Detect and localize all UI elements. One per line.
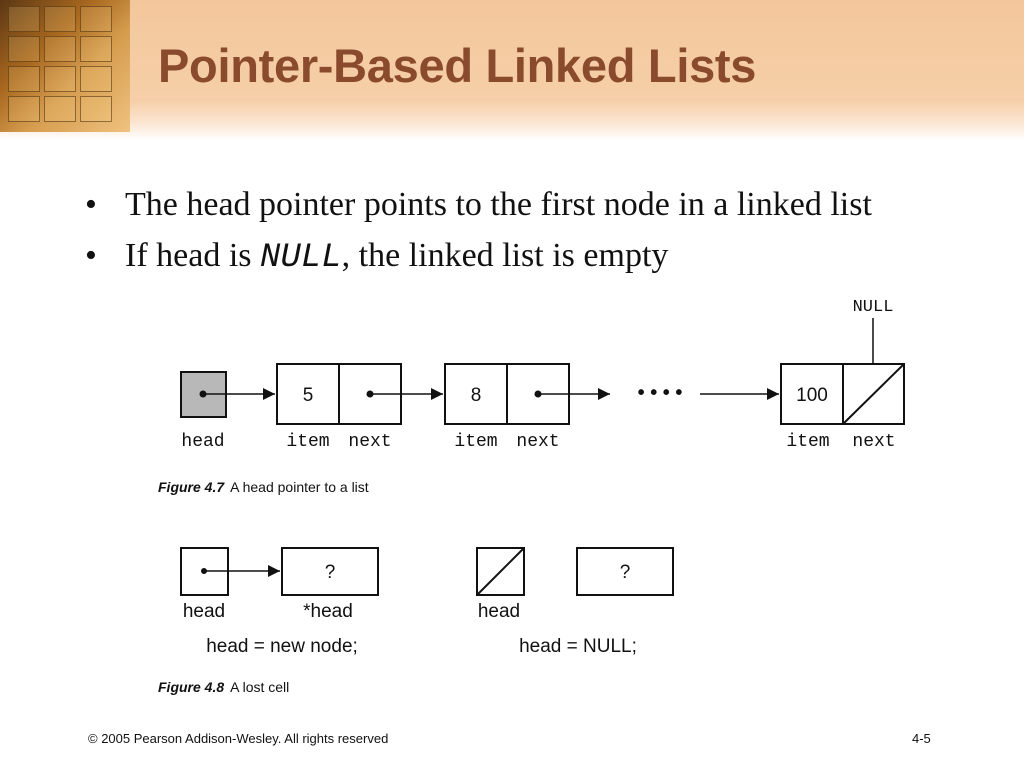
statement-null: head = NULL; [519,636,637,657]
cell-value: ? [620,562,631,583]
bullet-list: • The head pointer points to the first n… [85,186,872,288]
caption-text: A head pointer to a list [230,479,369,495]
figure-4-8-caption: Figure 4.8 A lost cell [158,679,289,695]
building-photo [0,0,130,132]
null-keyword: NULL [260,239,342,277]
ellipsis: • • • • [638,382,683,404]
node-8: 8 item next [444,363,610,452]
item-label: item [286,432,329,452]
slide-title: Pointer-Based Linked Lists [158,39,757,92]
caption-text: A lost cell [230,679,290,695]
copyright-footer: © 2005 Pearson Addison-Wesley. All right… [88,731,389,746]
node-item-value: 5 [303,385,314,406]
null-label: NULL [853,298,894,317]
bullet-icon: • [85,237,97,274]
bullet-icon: • [85,186,97,223]
head-label: head [183,601,225,622]
item-label: item [786,432,829,452]
next-label: next [516,432,559,452]
node-100: 100 item next [780,363,905,452]
figure-4-8: ? head *head head = new node; ? head hea… [180,547,674,657]
bullet-text: If head is [125,237,261,274]
node-item-value: 100 [796,385,828,406]
item-label: item [454,432,497,452]
null-slash [842,363,905,425]
null-slash [476,547,525,596]
figure-4-7: NULL head 5 item next 8 [180,298,905,452]
node-5: 5 item next [276,363,443,452]
statement-new-node: head = new node; [206,636,358,657]
figure-4-7-caption: Figure 4.7 A head pointer to a list [158,479,369,495]
item-cell [444,363,508,425]
caption-number: Figure 4.8 [158,679,225,695]
new-node-cell [281,547,379,596]
next-label: next [348,432,391,452]
cell-value: ? [325,562,336,583]
head-label: head [181,432,224,452]
head-label: head [478,601,520,622]
bullet-item: • If head is NULL, the linked list is em… [85,237,872,288]
page-number: 4-5 [912,731,931,746]
title-banner [0,0,1024,140]
lost-cell [576,547,674,596]
item-cell [276,363,340,425]
next-label: next [852,432,895,452]
caption-number: Figure 4.7 [158,479,225,495]
bullet-item: • The head pointer points to the first n… [85,186,872,237]
node-item-value: 8 [471,385,482,406]
deref-head-label: *head [303,601,353,622]
bullet-text-end: , the linked list is empty [341,237,669,274]
bullet-text: The head pointer points to the first nod… [125,186,872,223]
